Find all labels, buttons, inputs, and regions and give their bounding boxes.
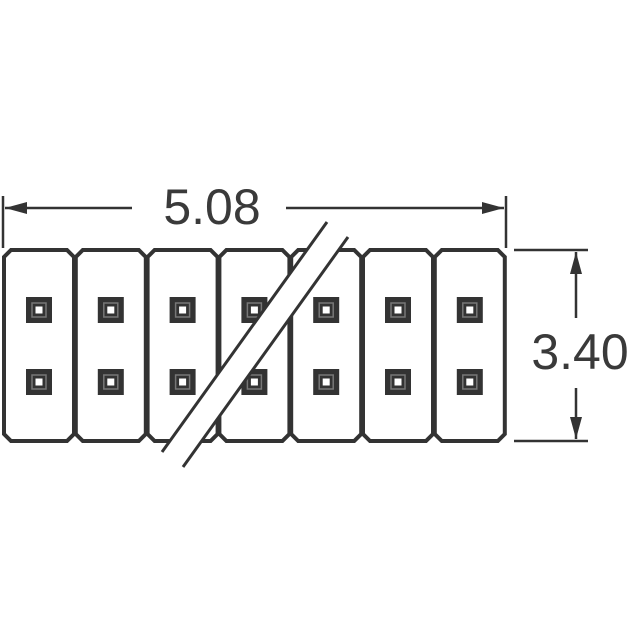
pin-center: [466, 306, 474, 314]
pin-outline: [174, 374, 191, 390]
pin-outline: [462, 302, 478, 318]
pin-outline: [246, 302, 263, 318]
height-dimension: [514, 248, 588, 443]
pin-outline: [246, 374, 263, 390]
pin-outline: [390, 374, 406, 390]
break-line: [160, 221, 329, 453]
pin-center: [107, 378, 115, 386]
connector-positions: [2, 248, 507, 443]
pin-center: [250, 306, 258, 314]
pin-center: [394, 306, 402, 314]
pin-outline: [103, 302, 119, 318]
pin-outline: [318, 302, 334, 318]
height-label: 3.40: [531, 324, 628, 380]
pin-center: [179, 378, 187, 386]
pin-outline: [318, 374, 334, 390]
pin-center: [35, 378, 43, 386]
pin-outline: [103, 374, 119, 390]
position-block: [73, 248, 148, 443]
pin-center: [466, 378, 474, 386]
break-band: [162, 222, 348, 467]
pin-center: [322, 306, 330, 314]
position-block: [2, 248, 76, 443]
pin-center: [322, 378, 330, 386]
pin-outline: [31, 374, 47, 390]
pin-outline: [174, 302, 191, 318]
pin-center: [250, 378, 258, 386]
break-line: [181, 236, 350, 468]
position-block: [145, 248, 220, 443]
position-block: [432, 248, 507, 443]
width-dimension: [1, 196, 508, 248]
pin-outline: [462, 374, 478, 390]
pin-center: [107, 306, 115, 314]
width-label: 5.08: [163, 179, 260, 235]
pin-center: [394, 378, 402, 386]
pin-center: [35, 306, 43, 314]
pin-outline: [31, 302, 47, 318]
pin-outline: [390, 302, 406, 318]
position-block: [361, 248, 435, 443]
pin-center: [179, 306, 187, 314]
